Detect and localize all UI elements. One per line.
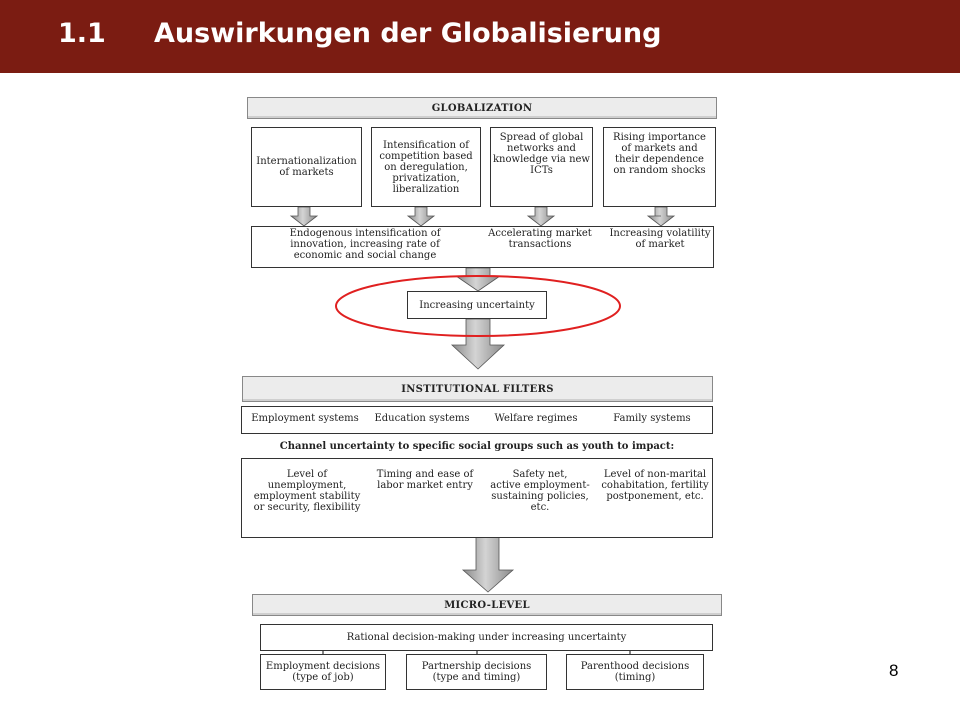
impact-text-3: Safety net, active employment- sustainin… xyxy=(490,469,590,513)
driver-box-1: Internationalization of markets xyxy=(251,127,362,207)
impact-text-1: Level of unemployment, employment stabil… xyxy=(253,469,361,513)
effect-text-1: Endogenous intensification of innovation… xyxy=(289,228,441,261)
partnership-decisions-text: Partnership decisions (type and timing) xyxy=(421,661,532,683)
impact-text-4: Level of non-marital cohabitation, ferti… xyxy=(601,469,709,502)
small-arrow-2 xyxy=(406,206,436,227)
page-number: 8 xyxy=(889,661,899,680)
uncertainty-label: Increasing uncertainty xyxy=(419,299,535,311)
micro-level-band: MICRO-LEVEL xyxy=(252,594,722,616)
arrow-to-micro-level xyxy=(461,536,515,593)
arrow-to-uncertainty xyxy=(454,267,502,292)
driver-text-1: Internationalization of markets xyxy=(256,156,357,178)
rational-decision-text: Rational decision-making under increasin… xyxy=(346,632,627,643)
uncertainty-box: Increasing uncertainty xyxy=(407,291,547,319)
filter-education-systems: Education systems xyxy=(374,413,470,424)
effect-text-3: Increasing volatility of market xyxy=(609,228,711,250)
institutional-filters-band: INSTITUTIONAL FILTERS xyxy=(242,376,713,402)
parenthood-decisions-text: Parenthood decisions (timing) xyxy=(580,661,690,683)
impacts-box: Level of unemployment, employment stabil… xyxy=(241,458,713,538)
filters-box: Employment systems Education systems Wel… xyxy=(241,406,713,434)
filter-employment-systems: Employment systems xyxy=(251,413,359,424)
partnership-decisions-box: Partnership decisions (type and timing) xyxy=(406,654,547,690)
small-arrow-4 xyxy=(646,206,676,227)
impact-text-2: Timing and ease of labor market entry xyxy=(376,469,474,491)
title-bar: 1.1 Auswirkungen der Globalisierung xyxy=(0,0,960,73)
slide-title: Auswirkungen der Globalisierung xyxy=(154,18,662,49)
employment-decisions-box: Employment decisions (type of job) xyxy=(260,654,386,690)
driver-box-3: Spread of global networks and knowledge … xyxy=(490,127,593,207)
parenthood-decisions-box: Parenthood decisions (timing) xyxy=(566,654,704,690)
driver-box-2: Intensification of competition based on … xyxy=(371,127,481,207)
small-arrow-1 xyxy=(289,206,319,227)
arrow-to-institutional-filters xyxy=(450,318,506,370)
globalization-band: GLOBALIZATION xyxy=(247,97,717,119)
employment-decisions-text: Employment decisions (type of job) xyxy=(265,661,381,683)
rational-decision-box: Rational decision-making under increasin… xyxy=(260,624,713,651)
effects-box: Endogenous intensification of innovation… xyxy=(251,226,714,268)
section-number: 1.1 xyxy=(58,18,106,49)
channel-uncertainty-text: Channel uncertainty to specific social g… xyxy=(279,441,675,452)
driver-text-4: Rising importance of markets and their d… xyxy=(613,132,706,176)
filter-family-systems: Family systems xyxy=(613,413,691,424)
small-arrow-3 xyxy=(526,206,556,227)
driver-box-4: Rising importance of markets and their d… xyxy=(603,127,716,207)
driver-text-2: Intensification of competition based on … xyxy=(379,139,473,195)
driver-text-3: Spread of global networks and knowledge … xyxy=(492,132,590,176)
filter-welfare-regimes: Welfare regimes xyxy=(494,413,578,424)
effect-text-2: Accelerating market transactions xyxy=(488,228,592,250)
